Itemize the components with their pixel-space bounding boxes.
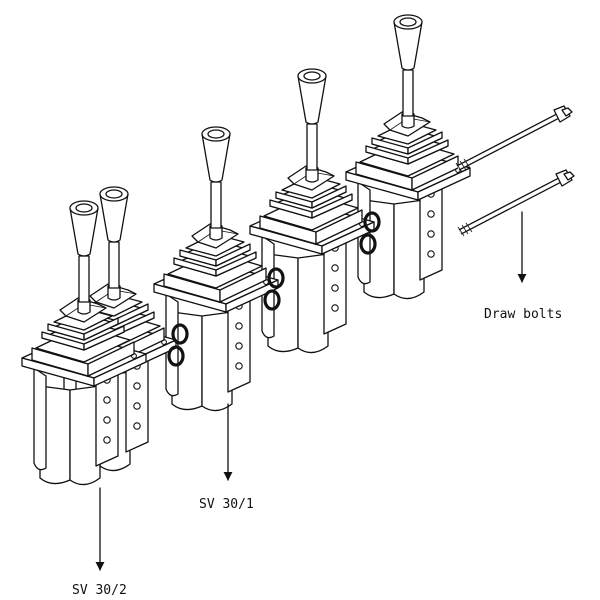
valve-module-4 (345, 14, 471, 300)
valve-module-2 (153, 126, 279, 412)
valve-module-3 (249, 68, 375, 354)
label-sv-30-1: SV 30/1 (199, 497, 254, 512)
label-sv-30-2: SV 30/2 (72, 583, 127, 598)
valve-module-1-double (21, 186, 177, 486)
draw-bolt-lower (458, 170, 574, 236)
label-draw-bolts: Draw bolts (484, 307, 562, 322)
draw-bolt-upper (456, 106, 572, 172)
